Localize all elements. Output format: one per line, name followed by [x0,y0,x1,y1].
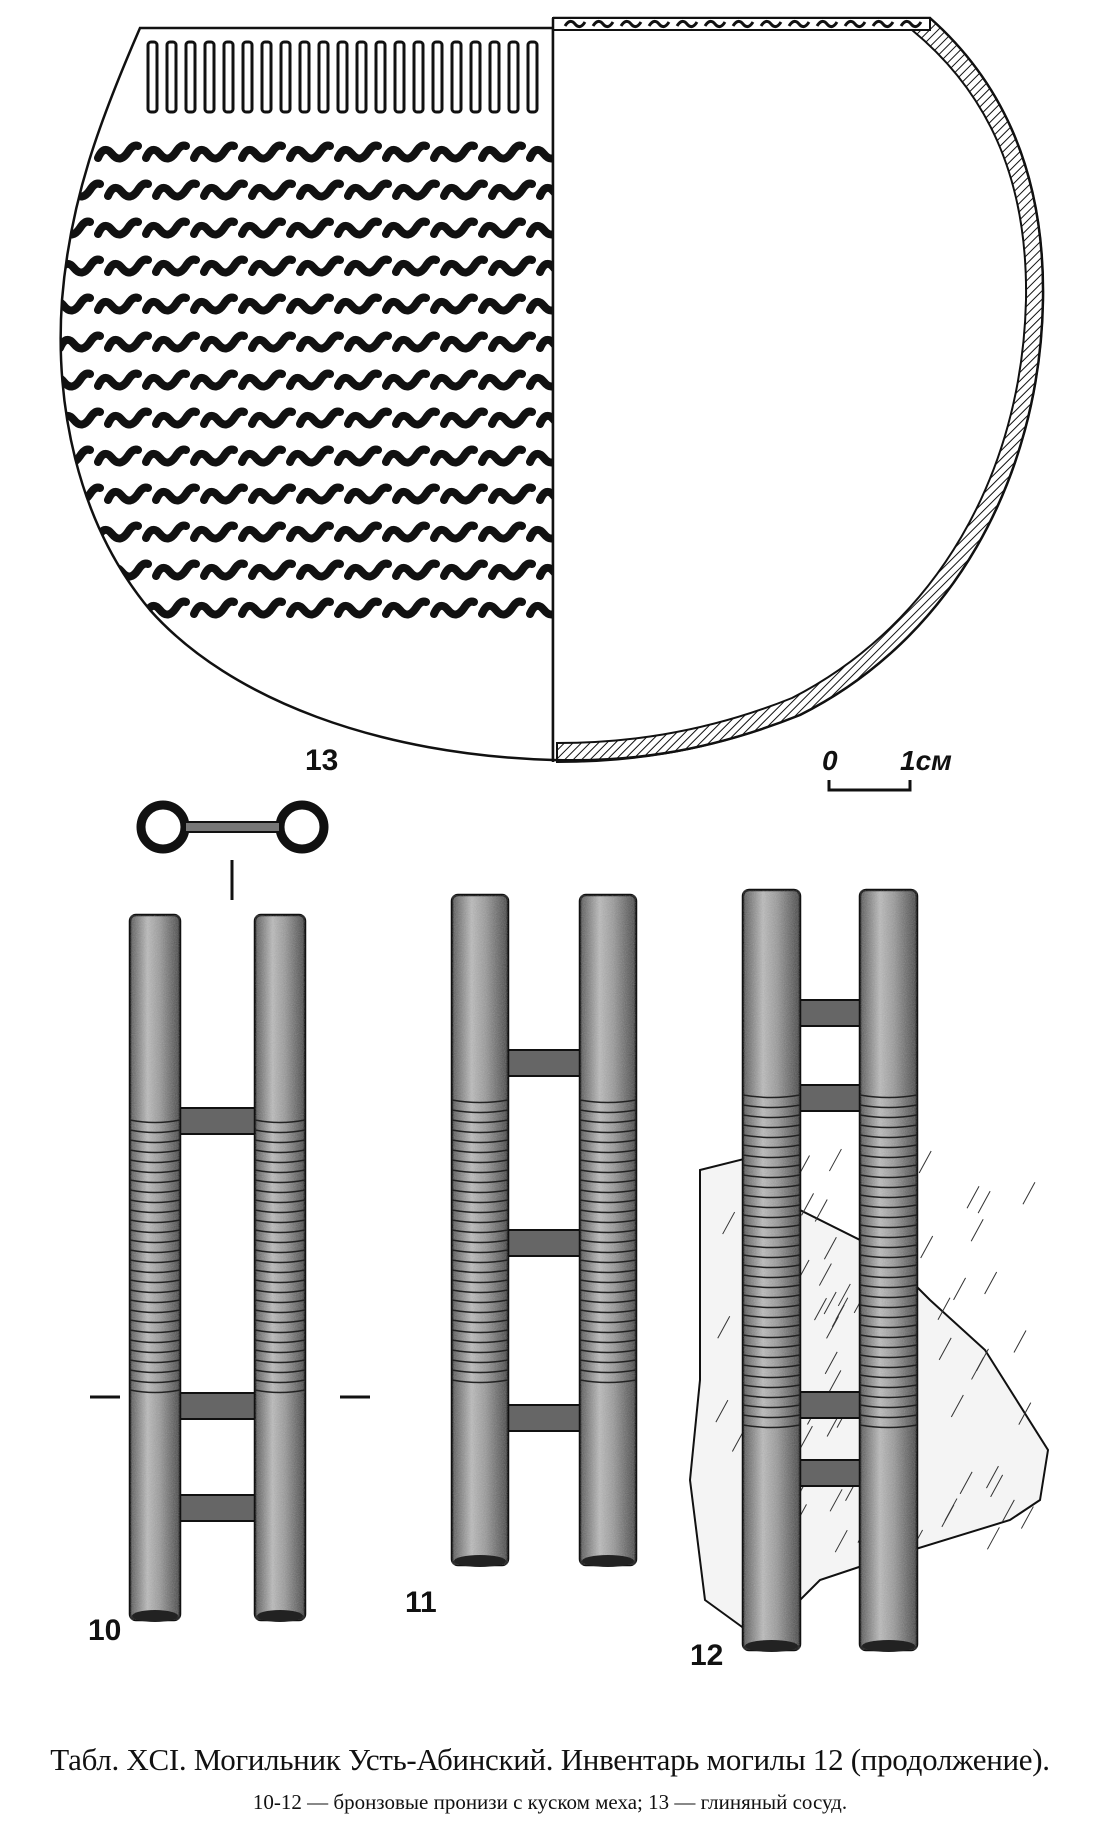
figure-label-13: 13 [305,744,338,777]
scale-end-label: 1см [900,745,952,776]
figure-label-12: 12 [690,1639,723,1672]
caption-title: Табл. XCI. Могильник Усть-Абинский. Инве… [0,1742,1100,1778]
bead-cross-section [141,805,324,900]
scale-start-label: 0 [822,745,838,776]
figure-label-10: 10 [88,1614,121,1647]
clay-vessel-drawing [50,18,1043,762]
caption-subtitle: 10-12 — бронзовые пронизи с куском меха;… [0,1790,1100,1815]
bead-11 [452,895,636,1567]
bead-10 [130,915,305,1622]
illustration-plate: 13 0 1см 10 11 12 [0,0,1100,1740]
figure-label-11: 11 [405,1586,437,1619]
scale-bar: 0 1см [822,745,952,790]
